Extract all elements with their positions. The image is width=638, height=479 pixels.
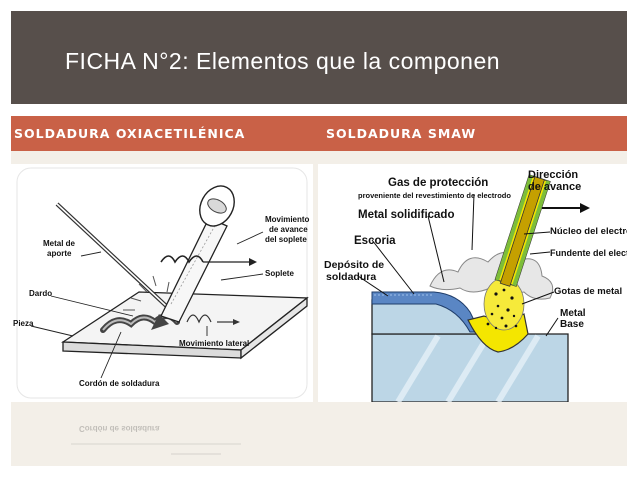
label-metal-base-2: Base [560, 319, 584, 330]
label-direccion-2: de avance [528, 181, 581, 193]
oxiacetilenica-illustration: Metal de aporte Dardo Pieza Movimiento d… [13, 167, 310, 399]
label-mov-avance-3: del soplete [265, 235, 307, 244]
slide-title: FICHA N°2: Elementos que la componen [65, 48, 501, 74]
label-fundente: Fundente del electrodo [550, 248, 627, 258]
label-cordon: Cordón de soldadura [79, 379, 160, 388]
label-pieza: Pieza [13, 319, 34, 328]
label-gotas: Gotas de metal [554, 286, 622, 297]
reflection-svg: Cordón de soldadura [71, 424, 241, 455]
label-mov-avance-1: Movimiento [265, 215, 310, 224]
label-mov-avance-2: de avance [269, 225, 308, 234]
image-reflection: Cordón de soldadura [11, 402, 313, 466]
label-nucleo: Núcleo del electrodo [550, 226, 627, 237]
header-oxiacetilenica: SOLDADURA OXIACETILÉNICA [14, 126, 246, 141]
label-metal-solidificado: Metal solidificado [358, 209, 455, 221]
smaw-diagram: Gas de protección proveniente del revest… [318, 164, 638, 404]
label-gas-1: Gas de protección [388, 177, 488, 189]
label-soplete: Soplete [265, 269, 294, 278]
oxiacetilenica-diagram: Metal de aporte Dardo Pieza Movimiento d… [11, 164, 313, 402]
label-escoria: Escoria [354, 235, 396, 247]
label-deposito-2: soldadura [326, 271, 376, 283]
header-row [11, 116, 627, 151]
smaw-illustration: Gas de protección proveniente del revest… [318, 164, 638, 404]
label-mov-lateral: Movimiento lateral [179, 339, 249, 348]
label-dardo: Dardo [29, 289, 52, 298]
reflection-cordon-label: Cordón de soldadura [79, 424, 160, 433]
label-metal-aporte-1: Metal de [43, 239, 76, 248]
label-metal-base-1: Metal [560, 308, 586, 319]
soplete-torch [160, 185, 235, 323]
gotas-metal [483, 277, 525, 331]
header-smaw: SOLDADURA SMAW [326, 126, 477, 141]
label-gas-2: proveniente del revestimiento de electro… [358, 191, 511, 200]
label-metal-aporte-2: aporte [47, 249, 72, 258]
label-direccion-1: Dirección [528, 169, 578, 181]
title-bar [11, 11, 627, 104]
label-deposito-1: Depósito de [324, 259, 384, 271]
